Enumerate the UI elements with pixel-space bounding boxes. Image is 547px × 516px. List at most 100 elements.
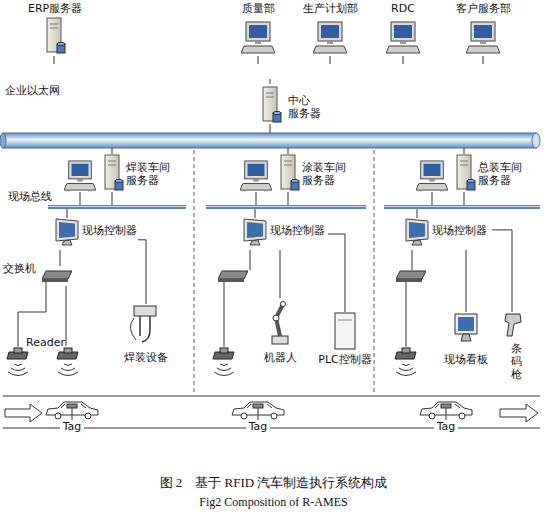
- tag-node: Tag: [230, 399, 286, 433]
- switch-node: 交换机: [3, 266, 75, 286]
- connector-line: [330, 56, 331, 64]
- connector-line: [492, 230, 512, 312]
- node-label: RDC: [383, 2, 423, 15]
- controller-monitor: [244, 219, 266, 245]
- car-icon: [232, 402, 284, 421]
- connector-line: [258, 56, 259, 64]
- connector-line: [466, 250, 467, 312]
- wire: [80, 192, 464, 205]
- controller-node: 现场控制器: [240, 216, 328, 250]
- node-label: 现场控制器: [82, 224, 142, 237]
- controller-monitor: [406, 219, 428, 245]
- node-label: 现场控制器: [270, 224, 330, 237]
- reader-icon: [57, 348, 78, 359]
- text-label: 现场总线: [8, 190, 68, 203]
- server-icon: [457, 155, 475, 190]
- connector-line: [403, 56, 404, 64]
- ethernet-pipe: 企业以太网: [3, 64, 536, 79]
- board-stand: [461, 334, 471, 341]
- node-label: 焊装设备: [120, 351, 172, 364]
- board-screen: [458, 317, 474, 331]
- node-label: 现场控制器: [432, 224, 492, 237]
- field-bus-highlight: [48, 206, 540, 207]
- robot-joint: [273, 315, 279, 321]
- server-node: ERP服务器: [28, 2, 80, 56]
- computer-icon: [466, 22, 500, 53]
- controller-monitor: [56, 219, 78, 245]
- computer-icon: [64, 161, 96, 190]
- department-node: 生产计划部: [298, 2, 362, 56]
- department-node: 客户服务部: [452, 2, 514, 56]
- connector-line: [66, 286, 67, 346]
- wire: [112, 148, 464, 154]
- node-label: 客户服务部: [452, 2, 514, 15]
- controller-node: 现场控制器: [52, 216, 138, 250]
- plc-node: PLC控制器: [316, 312, 374, 364]
- connector-line: [54, 56, 55, 64]
- radio-waves-icon: [8, 364, 28, 376]
- node-label: 总装车间 服务器: [478, 161, 534, 187]
- node-label: 机器人: [262, 351, 298, 364]
- switch-icon: [396, 271, 426, 282]
- computer-icon: [313, 22, 347, 53]
- welding-gun-head: [134, 306, 156, 316]
- node-label: 涂装车间 服务器: [302, 161, 358, 187]
- computer-icon: [386, 22, 420, 53]
- workshop-server-node: 焊装车间 服务器: [62, 152, 186, 200]
- switch-icon: [218, 271, 248, 282]
- erp-server-icon: [47, 18, 65, 53]
- pipe-end: [0, 133, 6, 148]
- computer-icon: [240, 161, 272, 190]
- radio-waves-icon: [214, 364, 234, 376]
- tag-node: Tag: [418, 399, 474, 433]
- department-node: RDC: [383, 2, 423, 56]
- welding-gun-arm: [140, 316, 150, 342]
- node-label: 企业以太网: [5, 84, 85, 97]
- conveyor-line: [3, 396, 540, 397]
- car-icon: [46, 402, 98, 421]
- node-label: 生产计划部: [298, 2, 362, 15]
- node-label: Tag: [246, 420, 270, 433]
- connector-line: [328, 234, 345, 312]
- equipment-node: 焊装设备: [120, 304, 172, 364]
- car-icon: [420, 402, 472, 421]
- board-frame: [455, 314, 477, 334]
- department-node: 质量部: [237, 2, 279, 56]
- node-label: Tag: [434, 420, 458, 433]
- workshop-server-node: 总装车间 服务器: [414, 152, 538, 200]
- wire: [270, 124, 271, 133]
- flow-arrow: [500, 404, 538, 422]
- reader-icon: [7, 348, 28, 359]
- section-divider: [194, 150, 195, 395]
- radio-waves-icon: [58, 364, 78, 376]
- node-label: PLC控制器: [316, 353, 374, 366]
- section-divider: [374, 150, 375, 395]
- server-icon: [281, 155, 299, 190]
- reader-node: Reader: [26, 346, 96, 382]
- central-server-icon: [263, 87, 281, 122]
- welding-cable: [130, 318, 136, 340]
- server-icon: [105, 155, 123, 190]
- robot-node: 机器人: [262, 298, 298, 364]
- wire: [250, 250, 412, 270]
- node-label: Reader: [26, 336, 70, 349]
- node-label: Tag: [60, 420, 84, 433]
- connector-line: [483, 56, 484, 64]
- reader-icon: [213, 348, 234, 359]
- node-label: 条 码 枪: [511, 342, 524, 381]
- wire: [67, 209, 417, 218]
- plc-cabinet: [335, 313, 355, 349]
- field-bus: [48, 205, 540, 209]
- board-node: 现场看板: [438, 312, 494, 364]
- plc-detail: [338, 320, 352, 321]
- flow-arrow: [5, 404, 42, 422]
- switch-icon: [42, 271, 72, 282]
- barcode-gun-node: 条 码 枪: [502, 312, 530, 400]
- tag-node: Tag: [44, 399, 100, 433]
- node-label: 焊装车间 服务器: [126, 161, 182, 187]
- computer-icon: [241, 22, 275, 53]
- connector-line: [138, 240, 146, 304]
